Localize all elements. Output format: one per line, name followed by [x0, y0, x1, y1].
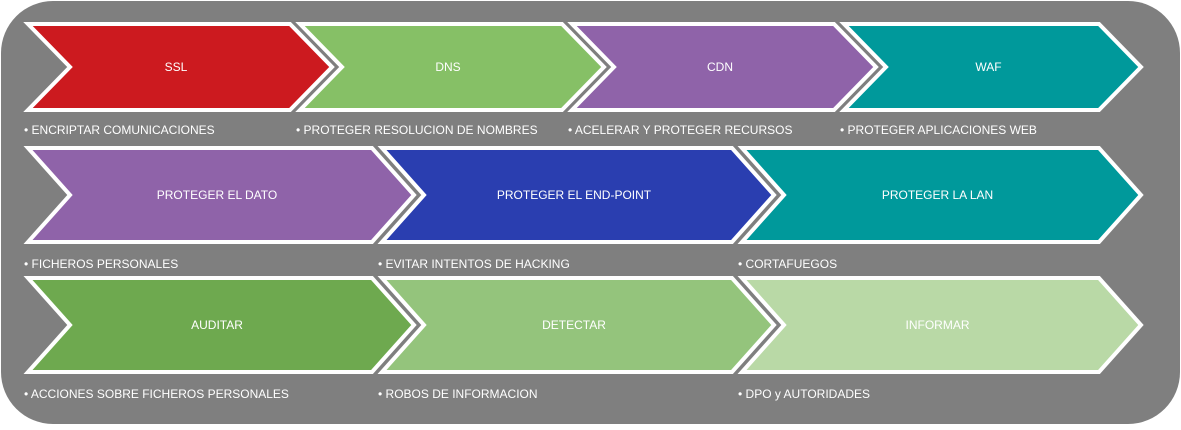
- chevron-shape: [23, 276, 417, 374]
- chevron-label: DNS: [435, 60, 460, 74]
- chevron-step: SSL • ENCRIPTAR COMUNICACIONES: [23, 22, 335, 137]
- chevron-step: PROTEGER EL DATO • FICHEROS PERSONALES: [23, 146, 417, 271]
- chevron-step: PROTEGER LA LAN • CORTAFUEGOS: [737, 146, 1144, 271]
- chevron-shape: [377, 276, 777, 374]
- chevron-label: CDN: [707, 60, 733, 74]
- step-description: • PROTEGER RESOLUCION DE NOMBRES: [296, 123, 538, 137]
- chevron-label: WAF: [975, 60, 1001, 74]
- step-description: • PROTEGER APLICACIONES WEB: [840, 123, 1037, 137]
- step-description: • DPO y AUTORIDADES: [738, 387, 870, 401]
- chevron-label: AUDITAR: [191, 318, 243, 332]
- step-description: • ACELERAR Y PROTEGER RECURSOS: [568, 123, 792, 137]
- step-description: • ENCRIPTAR COMUNICACIONES: [24, 123, 215, 137]
- chevron-label: DETECTAR: [542, 318, 606, 332]
- chevron-step: INFORMAR • DPO y AUTORIDADES: [737, 276, 1144, 401]
- chevron-shape: [23, 22, 335, 112]
- step-description: • ROBOS DE INFORMACION: [378, 387, 538, 401]
- step-description: • CORTAFUEGOS: [738, 257, 837, 271]
- chevron-step: PROTEGER EL END-POINT • EVITAR INTENTOS D…: [377, 146, 777, 271]
- chevron-shape: [567, 22, 879, 112]
- chevron-step: DETECTAR • ROBOS DE INFORMACION: [377, 276, 777, 401]
- chevron-shape: [737, 276, 1144, 374]
- chevron-label: PROTEGER LA LAN: [882, 188, 993, 202]
- chevron-step: AUDITAR • ACCIONES SOBRE FICHEROS PERSONA…: [23, 276, 417, 401]
- chevron-step: WAF • PROTEGER APLICACIONES WEB: [839, 22, 1144, 137]
- chevron-label: PROTEGER EL DATO: [157, 188, 277, 202]
- chevron-step: CDN • ACELERAR Y PROTEGER RECURSOS: [567, 22, 879, 137]
- chevron-shape: [23, 146, 417, 244]
- step-description: • EVITAR INTENTOS DE HACKING: [378, 257, 570, 271]
- chevron-shape: [737, 146, 1144, 244]
- step-description: • ACCIONES SOBRE FICHEROS PERSONALES: [24, 387, 289, 401]
- chevron-shape: [377, 146, 777, 244]
- chevron-label: INFORMAR: [906, 318, 970, 332]
- chevron-step: DNS • PROTEGER RESOLUCION DE NOMBRES: [295, 22, 607, 137]
- chevron-shape: [295, 22, 607, 112]
- chevron-label: SSL: [165, 60, 188, 74]
- step-description: • FICHEROS PERSONALES: [24, 257, 178, 271]
- chevron-label: PROTEGER EL END-POINT: [497, 188, 652, 202]
- chevron-shape: [839, 22, 1144, 112]
